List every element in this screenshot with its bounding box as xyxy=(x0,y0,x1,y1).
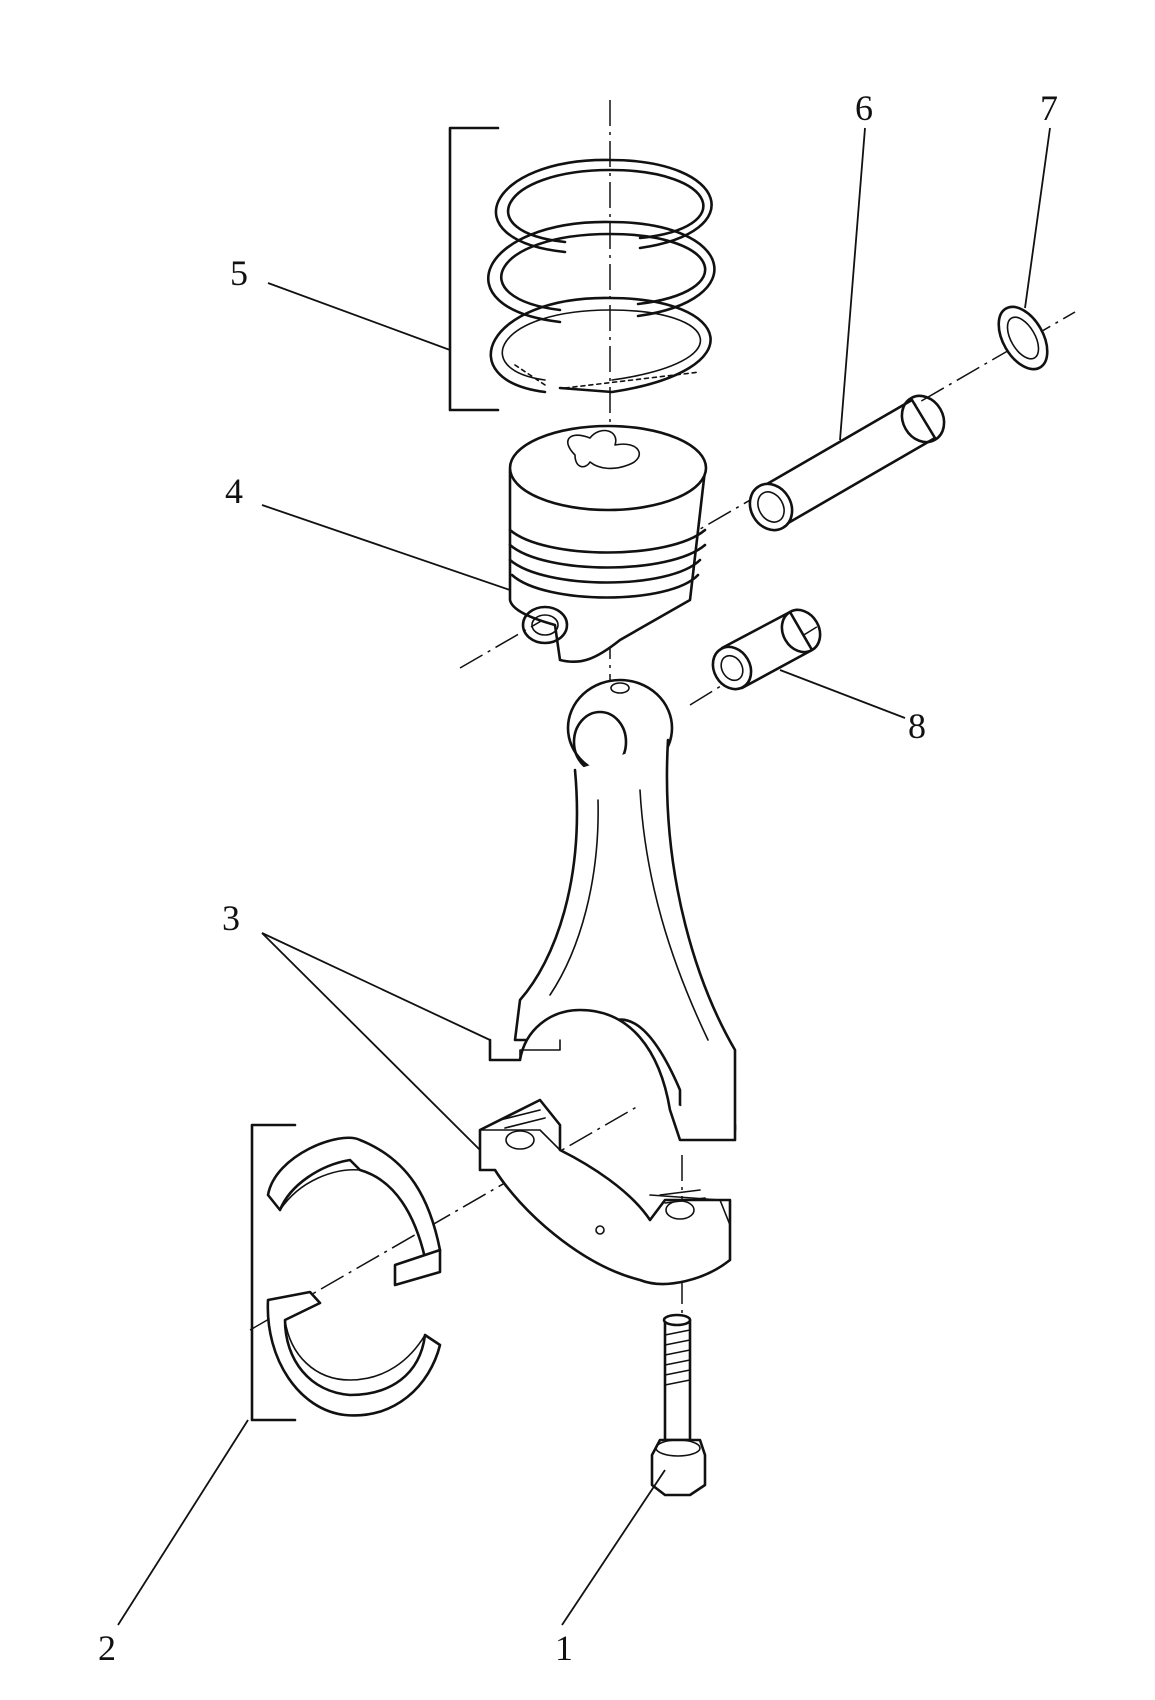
connecting-rod xyxy=(488,678,737,1142)
piston xyxy=(508,424,708,664)
bearing-shell-bracket xyxy=(250,1123,297,1422)
callout-8: 8 xyxy=(908,706,926,746)
rod-bolt xyxy=(650,1313,707,1497)
bearing-shells xyxy=(266,1136,442,1417)
callout-1: 1 xyxy=(555,1628,573,1668)
piston-pin xyxy=(748,394,946,532)
callout-3: 3 xyxy=(222,898,240,938)
callout-2: 2 xyxy=(98,1628,116,1668)
small-end-bushing xyxy=(711,608,822,691)
callout-4: 4 xyxy=(225,471,243,511)
callout-7: 7 xyxy=(1040,88,1058,128)
callout-labels: 1 2 3 4 5 6 7 8 xyxy=(98,88,1058,1668)
connecting-rod-cap xyxy=(478,1098,732,1286)
piston-rings xyxy=(486,158,716,394)
ring-set-bracket xyxy=(448,126,500,412)
callout-6: 6 xyxy=(855,88,873,128)
leader-lines xyxy=(117,127,1051,1626)
callout-5: 5 xyxy=(230,253,248,293)
snap-ring xyxy=(997,305,1049,371)
